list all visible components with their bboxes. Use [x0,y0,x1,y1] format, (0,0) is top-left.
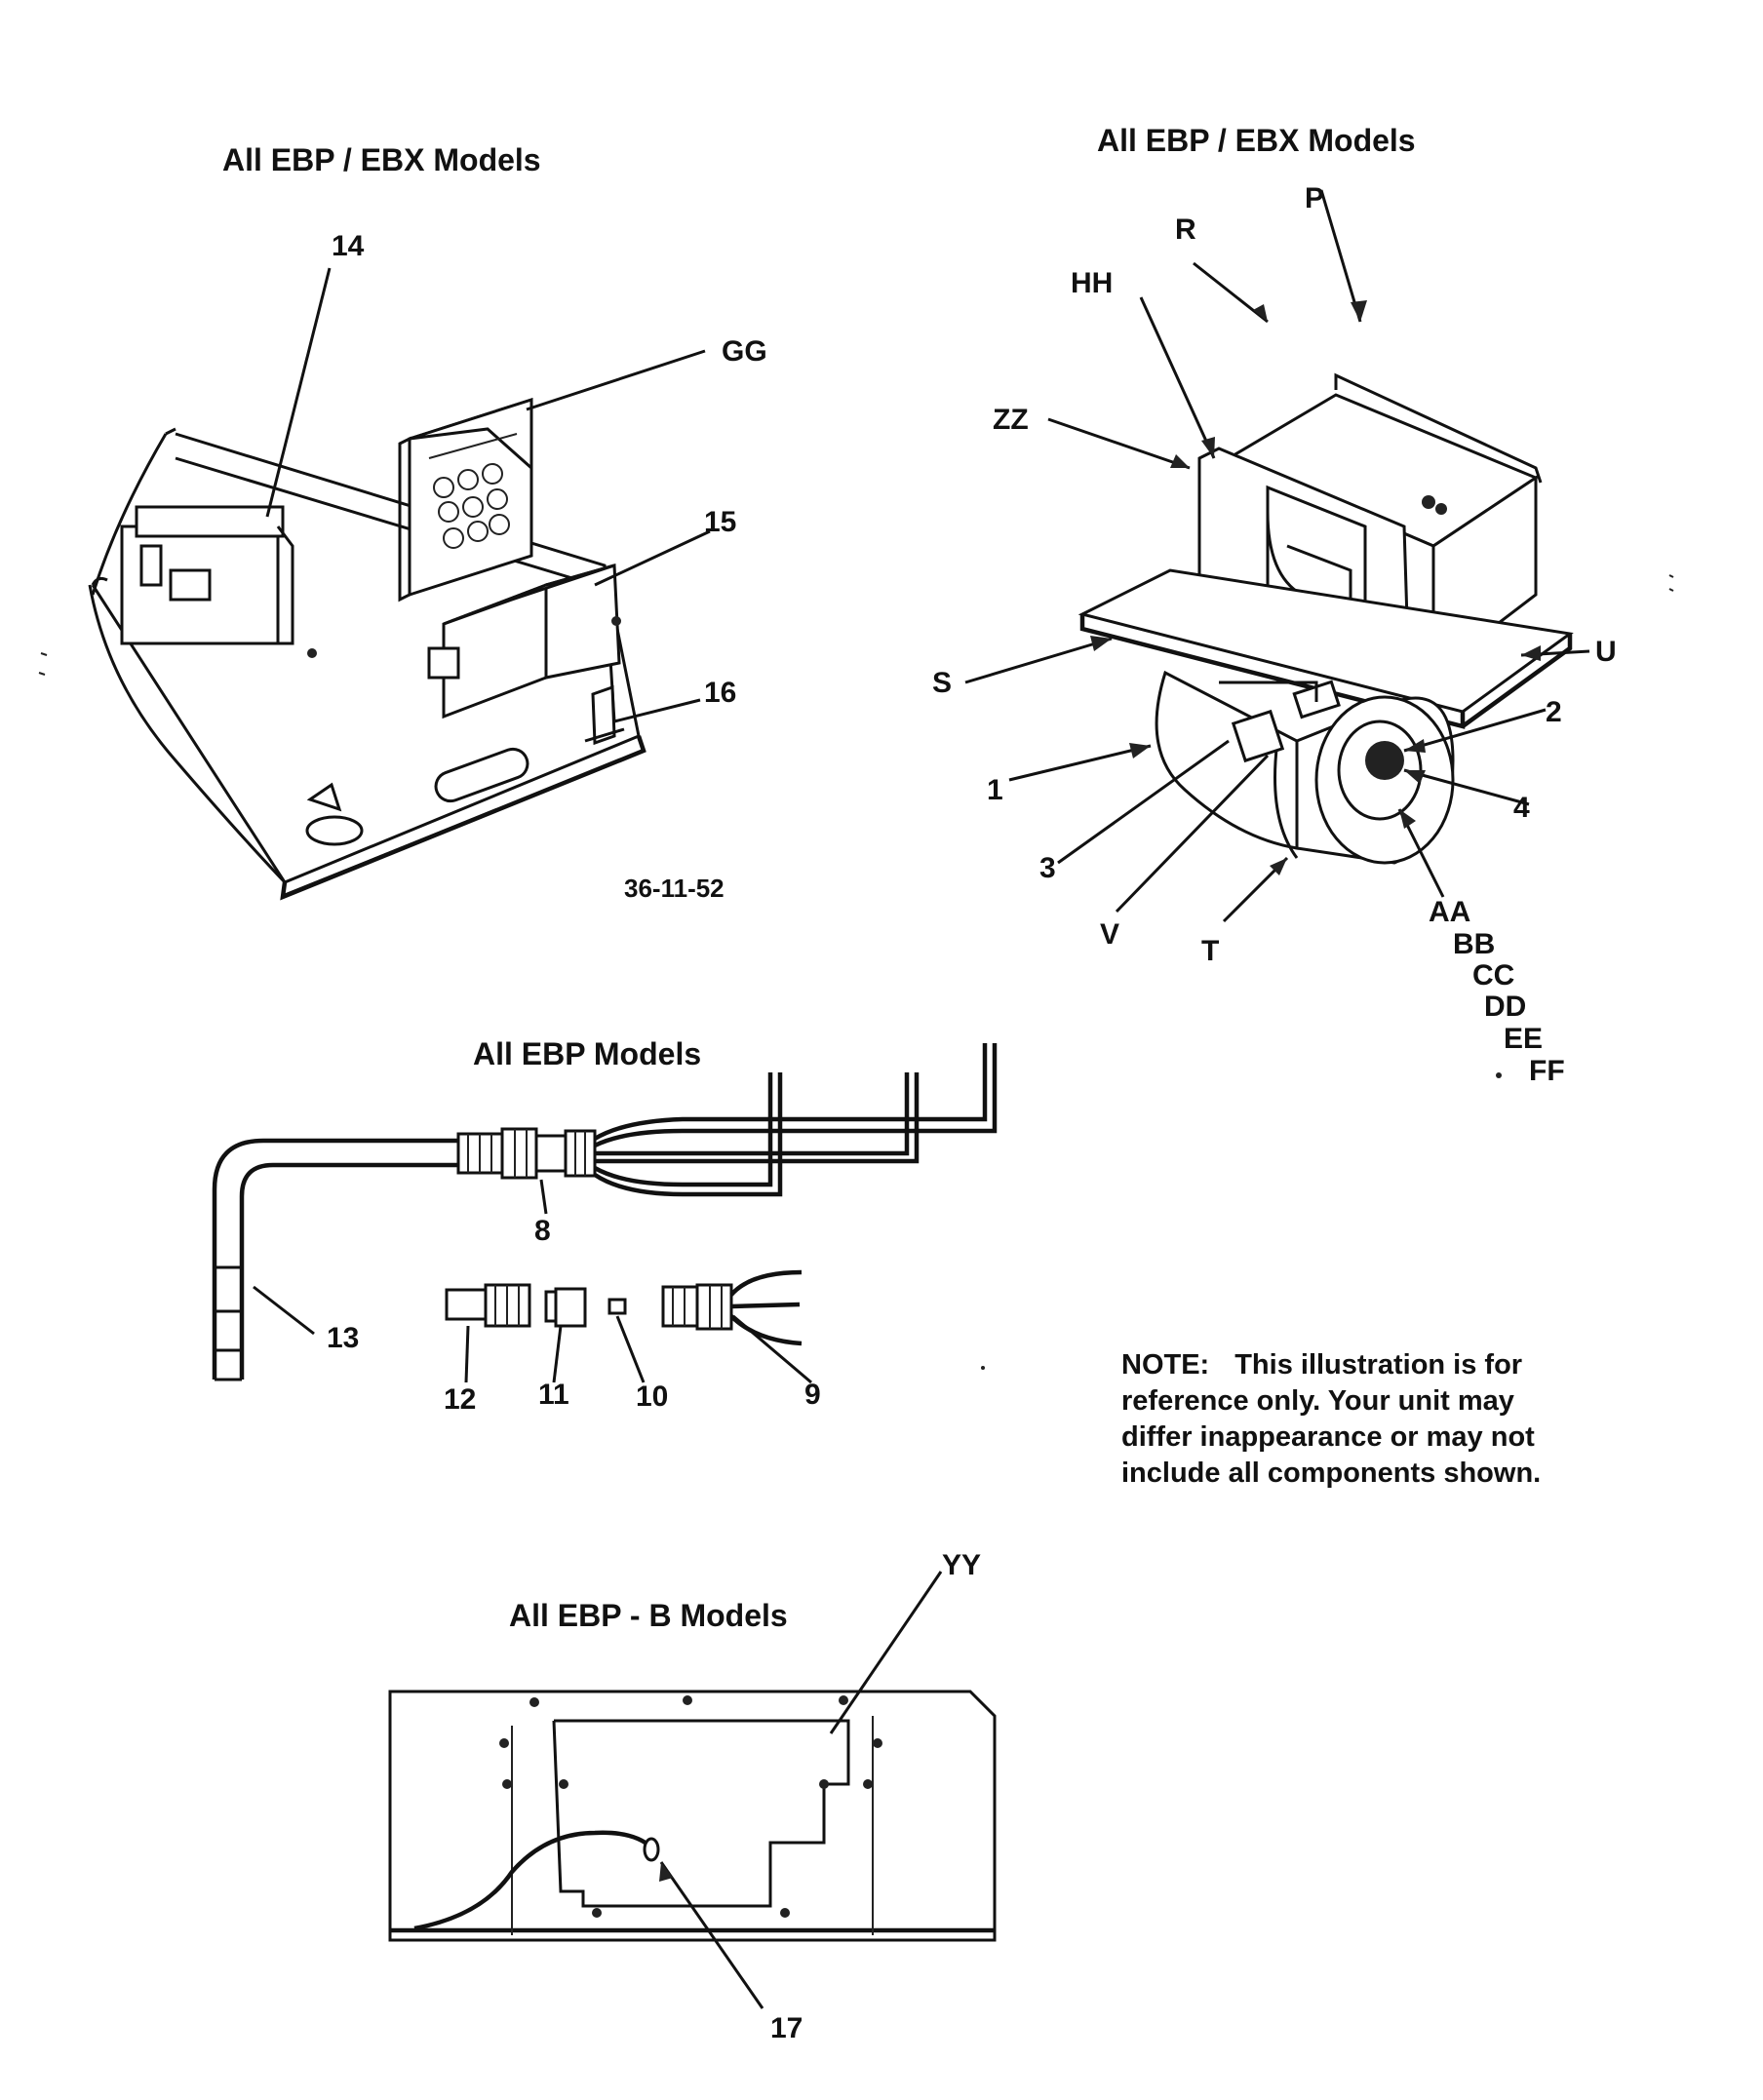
callout-bb: BB [1453,928,1495,960]
callout-10: 10 [636,1381,668,1413]
callout-cc: CC [1472,959,1514,992]
callout-ee: EE [1504,1023,1543,1055]
control-module [427,564,621,719]
callout-zz: ZZ [993,404,1029,436]
panel-title-blower-assembly: All EBP / EBX Models [1097,123,1416,158]
callout-yy: YY [942,1549,981,1581]
callout-12: 12 [444,1383,476,1416]
callout-15: 15 [704,506,736,538]
panel-base-pan: All EBP - B Models YY 17 [388,1549,997,2044]
callout-v: V [1100,918,1119,951]
callout-hh: HH [1071,267,1113,299]
callout-aa: AA [1429,896,1470,928]
panel-title-base-pan: All EBP - B Models [509,1598,788,1633]
callout-gg: GG [722,335,767,368]
callout-8: 8 [534,1215,551,1247]
callout-2: 2 [1546,696,1562,728]
callout-3: 3 [1039,852,1056,884]
panel-title-wiring-harness: All EBP Models [473,1036,701,1071]
callout-14: 14 [332,230,365,262]
relay-board [398,397,533,603]
callout-dd: DD [1484,991,1526,1023]
mounting-bracket [584,684,625,746]
drawing-number: 36-11-52 [624,874,725,903]
panel-title-control-box: All EBP / EBX Models [222,142,541,177]
callout-r: R [1175,214,1196,246]
callout-1: 1 [987,774,1003,806]
panel-blower-assembly: All EBP / EBX Models [932,123,1674,1087]
note-heading: NOTE: [1121,1349,1210,1381]
callout-t: T [1201,935,1219,967]
callout-s: S [932,667,952,699]
panel-wiring-harness: All EBP Models [212,1036,998,1416]
callout-16: 16 [704,677,736,709]
callout-17: 17 [770,2012,803,2044]
callout-p: P [1305,182,1324,214]
callout-13: 13 [327,1322,359,1354]
callout-11: 11 [538,1379,569,1411]
panel-control-box: All EBP / EBX Models [38,142,767,903]
callout-9: 9 [804,1379,821,1411]
reference-note: NOTE:This illustration is for reference … [1121,1347,1570,1492]
callout-u: U [1595,636,1617,668]
callout-4: 4 [1513,792,1530,824]
transformer [91,505,317,658]
note-text: This illustration is for reference only.… [1121,1349,1542,1489]
callout-ff: FF [1529,1055,1565,1087]
